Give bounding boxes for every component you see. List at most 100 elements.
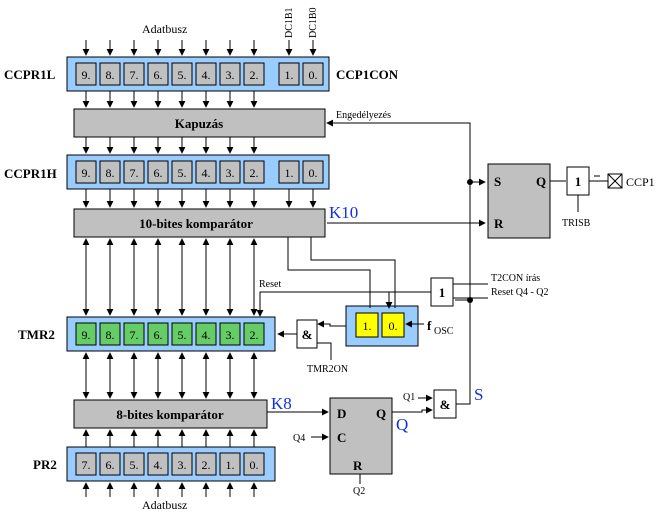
tmr2-cell-label: 3. xyxy=(226,328,235,342)
ff-c-label: C xyxy=(337,430,346,445)
trisb-label: TRISB xyxy=(562,218,591,229)
ccpr1l-to-kapuzas-arrows xyxy=(82,91,258,108)
tmr2-cell xyxy=(243,322,265,346)
ff-d-label: D xyxy=(337,406,346,421)
reset-label: Reset xyxy=(259,279,281,290)
adatbusz-top-label: Adatbusz xyxy=(142,22,187,36)
ccpr1l-cell xyxy=(147,62,169,86)
comparator-8bit xyxy=(73,399,268,429)
ccpr1h-cell-label: 4. xyxy=(202,166,211,180)
comparator-tmr2-bus xyxy=(82,238,258,316)
ccpr1h-cell xyxy=(99,160,121,184)
ccpr1l-cell-label: 7. xyxy=(130,68,139,82)
ccp1con-cell xyxy=(302,62,324,86)
ccpr1l-cell xyxy=(123,62,145,86)
pr2-cell-label: 3. xyxy=(178,458,187,472)
ccpr1l-cell xyxy=(75,62,97,86)
s-big-label: S xyxy=(474,385,483,404)
q2-label: Q2 xyxy=(353,486,365,497)
k10-label: K10 xyxy=(329,203,358,222)
kapuzas-block xyxy=(73,108,326,138)
prescaler-cell xyxy=(381,312,405,338)
engedelyezes-label: Engedélyezés xyxy=(336,110,391,121)
ccpr1l-cell-label: 8. xyxy=(106,68,115,82)
pr2-cell xyxy=(99,452,121,476)
tmr2on-wire xyxy=(317,342,332,360)
ff-q-label: Q xyxy=(376,406,386,421)
ccpr1h-cell-label: 3. xyxy=(226,166,235,180)
pr2-cell-label: 6. xyxy=(106,458,115,472)
ccpr1l-cells: 9.8.7.6.5.4.3.2. xyxy=(75,62,265,86)
ccpr1h-low-cell-label: 0. xyxy=(309,166,318,180)
buffer-label: 1 xyxy=(575,174,582,189)
pr2-cell xyxy=(243,452,265,476)
ccp1-label: CCP1 xyxy=(626,175,655,189)
pr2-cell xyxy=(123,452,145,476)
tmr2-cell-label: 7. xyxy=(130,328,139,342)
tmr2-cell xyxy=(171,322,193,346)
fosc-sub: OSC xyxy=(434,326,454,337)
tmr2-cell-label: 6. xyxy=(154,328,163,342)
ccpr1h-cells: 9.8.7.6.5.4.3.2. xyxy=(75,160,265,184)
ccpr1h-cell xyxy=(171,160,193,184)
engedelyezes-wire xyxy=(326,119,471,182)
pr2-cell xyxy=(75,452,97,476)
ff-r-label: R xyxy=(353,458,363,473)
pr2-cell-label: 5. xyxy=(130,458,139,472)
junction-or xyxy=(467,297,473,303)
sr-s-label: S xyxy=(494,174,501,189)
pr2-cell xyxy=(219,452,241,476)
tmr2-cell xyxy=(147,322,169,346)
reset-q4-q2-label: Reset Q4 - Q2 xyxy=(491,287,549,298)
tmr2-cell xyxy=(99,322,121,346)
ccpr1l-cell-label: 3. xyxy=(226,68,235,82)
pr2-cells: 7.6.5.4.3.2.1.0. xyxy=(75,452,265,476)
or-reset-to-tmr2 xyxy=(256,291,431,317)
ccp1con-cell xyxy=(278,62,300,86)
sr-flipflop xyxy=(487,163,551,239)
prescaler-cell-label: 0. xyxy=(389,319,398,333)
and-to-sr-s xyxy=(456,178,486,405)
adatbusz-bottom-label: Adatbusz xyxy=(142,498,187,512)
ccpr1h-low-cell xyxy=(278,160,300,184)
ccpr1l-cell xyxy=(99,62,121,86)
tmr2-cell-label: 4. xyxy=(202,328,211,342)
pr2-label: PR2 xyxy=(33,457,57,472)
tmr2-cell xyxy=(75,322,97,346)
tmr2on-label: TMR2ON xyxy=(307,364,348,375)
ccpr1l-cell-label: 4. xyxy=(202,68,211,82)
prescaler-cells: 1.0. xyxy=(355,312,405,338)
ccpr1h-to-comparator-arrows xyxy=(82,189,317,208)
kapuzas-to-ccpr1h-arrows xyxy=(82,137,258,154)
ccpr1l-cell-label: 5. xyxy=(178,68,187,82)
tmr2-and-label: & xyxy=(302,327,313,342)
k8-label: K8 xyxy=(271,394,292,413)
pr2-cell xyxy=(147,452,169,476)
ccpr1l-cell xyxy=(243,62,265,86)
pr2-cell-label: 2. xyxy=(202,458,211,472)
ccpr1h-cell-label: 6. xyxy=(154,166,163,180)
top-bus-arrows xyxy=(82,40,317,56)
tmr2-cell xyxy=(195,322,217,346)
pr2-cell-label: 1. xyxy=(226,458,235,472)
ffq-to-and xyxy=(392,406,433,414)
ccpr1h-low-cells: 1. 0. xyxy=(278,160,324,184)
comparator-8bit-label: 8-bites komparátor xyxy=(116,407,223,422)
fosc-f: f xyxy=(427,318,432,333)
tmr2-cell xyxy=(123,322,145,346)
s-and-label: & xyxy=(440,397,451,412)
tmr2-comparator8-bus xyxy=(82,352,258,399)
ccpr1h-cell-label: 5. xyxy=(178,166,187,180)
tmr2-cell-label: 8. xyxy=(106,328,115,342)
ccpr1l-cell-label: 9. xyxy=(82,68,91,82)
comparator-10bit xyxy=(73,208,326,238)
ccpr1h-cell xyxy=(123,160,145,184)
ccpr1h-cell xyxy=(75,160,97,184)
q-big-label: Q xyxy=(396,415,408,434)
tmr2-cell xyxy=(219,322,241,346)
q4-label: Q4 xyxy=(293,433,305,444)
ccpr1h-low-cell-label: 1. xyxy=(285,166,294,180)
ccp1con-cell-label: 0. xyxy=(309,68,318,82)
q1-label: Q1 xyxy=(403,392,415,403)
ccpr1l-cell xyxy=(171,62,193,86)
